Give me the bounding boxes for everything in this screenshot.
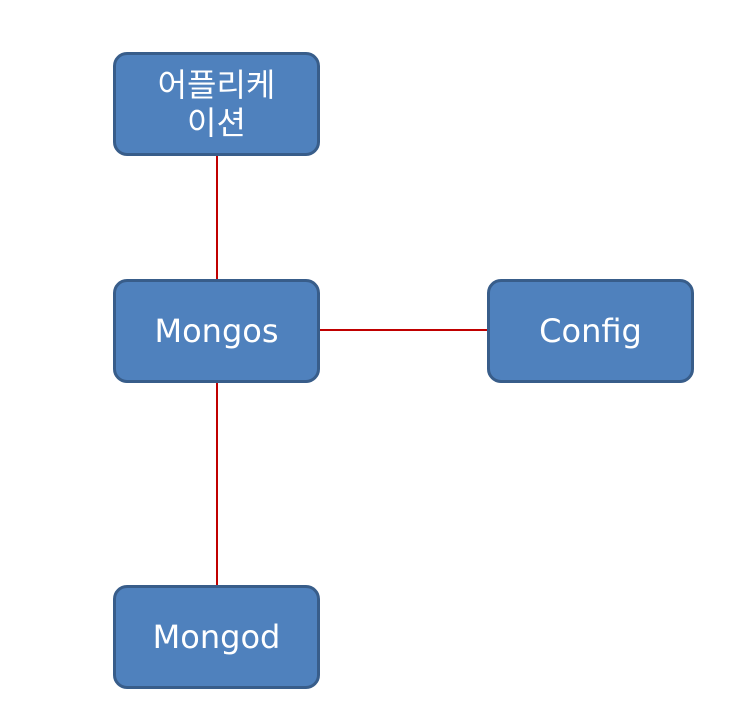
- node-mongos: Mongos: [113, 279, 320, 383]
- node-application-label-line2: 이션: [187, 104, 246, 142]
- node-mongos-label: Mongos: [154, 312, 279, 350]
- node-mongod-label: Mongod: [152, 618, 281, 656]
- node-application-label-line1: 어플리케: [157, 66, 276, 104]
- connector-mongos-mongod: [216, 382, 218, 586]
- node-mongod: Mongod: [113, 585, 320, 689]
- node-config-label: Config: [539, 312, 642, 350]
- connector-application-mongos: [216, 156, 218, 280]
- node-application: 어플리케 이션: [113, 52, 320, 156]
- connector-mongos-config: [320, 329, 488, 331]
- node-config: Config: [487, 279, 694, 383]
